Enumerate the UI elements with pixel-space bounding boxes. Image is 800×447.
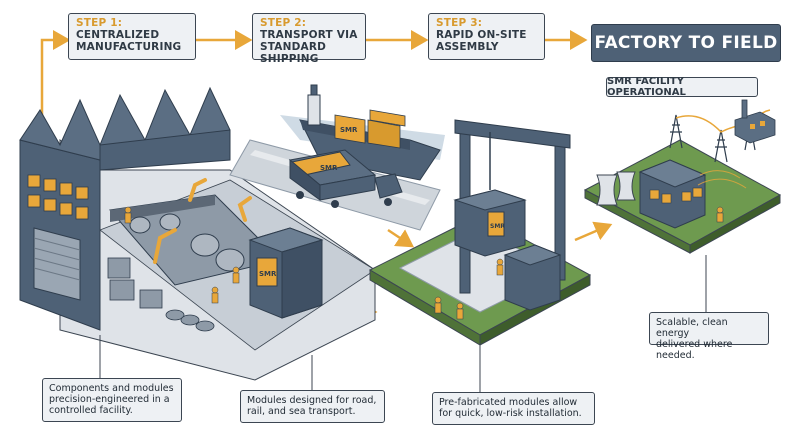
step-3-box: STEP 3: RAPID ON-SITE ASSEMBLY [428, 13, 545, 60]
note-manufacturing: Components and modules precision-enginee… [42, 378, 182, 422]
factory-illustration: SMR [19, 86, 376, 381]
site-smr-label: SMR [490, 223, 505, 230]
step-1-label: CENTRALIZED MANUFACTURING [76, 29, 182, 53]
note-connectors [99, 255, 707, 392]
step-2-number: STEP 2: [260, 17, 307, 29]
truck-smr-label: SMR [320, 164, 338, 172]
factory-smr-label: SMR [259, 270, 277, 278]
step-3-label: RAPID ON-SITE ASSEMBLY [436, 29, 527, 53]
step-3-number: STEP 3: [436, 17, 483, 29]
operational-label: SMR FACILITY OPERATIONAL [606, 76, 758, 98]
operational-facility-illustration [583, 99, 782, 254]
step-2-label: TRANSPORT VIA STANDARD SHIPPING [260, 29, 358, 65]
ship-illustration: SMR [280, 84, 445, 181]
factory-smr-module: SMR [248, 227, 324, 319]
note-transport: Modules designed for road, rail, and sea… [240, 390, 385, 423]
step-1-number: STEP 1: [76, 17, 123, 29]
assembly-site-illustration: SMR [368, 119, 592, 346]
step-1-box: STEP 1: CENTRALIZED MANUFACTURING [68, 13, 196, 60]
truck-illustration: SMR [229, 139, 441, 231]
ship-smr-label: SMR [340, 126, 358, 134]
note-energy: Scalable, clean energy delivered where n… [649, 312, 769, 361]
note-assembly: Pre-fabricated modules allow for quick, … [432, 392, 595, 425]
step-2-box: STEP 2: TRANSPORT VIA STANDARD SHIPPING [252, 13, 366, 65]
diagram-title: FACTORY TO FIELD [591, 24, 781, 62]
